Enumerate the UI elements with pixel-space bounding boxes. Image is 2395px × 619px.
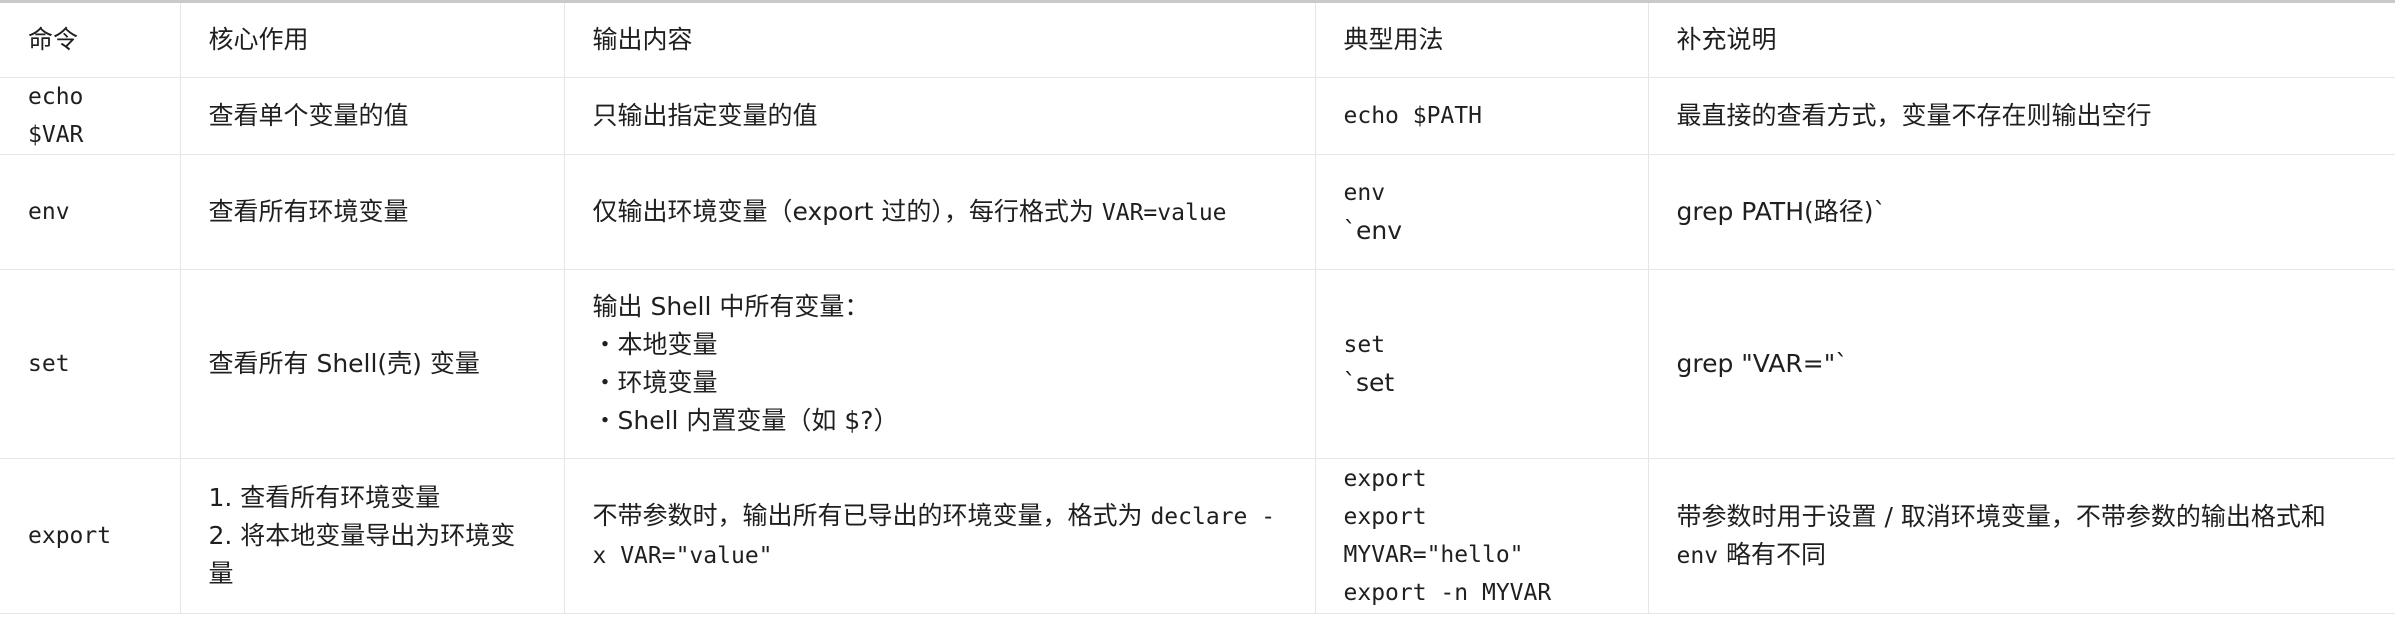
header-usage: 典型用法 xyxy=(1315,3,1649,78)
table-row: export 1. 查看所有环境变量 2. 将本地变量导出为环境变量 不带参数时… xyxy=(0,458,2395,614)
cell-note: 最直接的查看方式，变量不存在则输出空行 xyxy=(1648,77,2395,155)
cell-command: export xyxy=(0,458,181,614)
cell-usage: set `set xyxy=(1315,269,1649,459)
note-text: 最直接的查看方式，变量不存在则输出空行 xyxy=(1676,101,2152,130)
table-row: echo $VAR 查看单个变量的值 只输出指定变量的值 echo $PATH … xyxy=(0,77,2395,155)
table-row: env 查看所有环境变量 仅输出环境变量（export 过的），每行格式为 VA… xyxy=(0,154,2395,270)
purpose-line: 查看所有环境变量 xyxy=(208,197,409,226)
header-purpose: 核心作用 xyxy=(180,3,565,78)
cell-note: 带参数时用于设置 / 取消环境变量，不带参数的输出格式和 env 略有不同 xyxy=(1648,458,2395,614)
purpose-line: 查看所有 Shell(壳) 变量 xyxy=(208,349,480,378)
cell-note: grep "VAR="` xyxy=(1648,269,2395,459)
commands-table: 命令 核心作用 输出内容 典型用法 补充说明 echo $VAR 查看单个变量的… xyxy=(0,3,2395,614)
cell-usage: echo $PATH xyxy=(1315,77,1649,155)
output-line: 输出 Shell 中所有变量： xyxy=(592,292,870,321)
output-text: 只输出指定变量的值 xyxy=(592,101,818,130)
note-code: env xyxy=(1676,542,1719,569)
cell-purpose: 1. 查看所有环境变量 2. 将本地变量导出为环境变量 xyxy=(180,458,565,614)
header-command: 命令 xyxy=(0,3,181,78)
usage-line: set xyxy=(1343,332,1386,358)
usage-line: env xyxy=(1343,180,1386,206)
output-text: 不带参数时，输出所有已导出的环境变量，格式为 xyxy=(592,501,1151,530)
table-body: echo $VAR 查看单个变量的值 只输出指定变量的值 echo $PATH … xyxy=(0,77,2395,614)
purpose-line: 1. 查看所有环境变量 xyxy=(208,483,441,512)
note-tail: 略有不同 xyxy=(1718,539,1826,569)
cell-output: 输出 Shell 中所有变量： ・本地变量 ・环境变量 ・Shell 内置变量（… xyxy=(564,269,1316,459)
output-text: 仅输出环境变量（export 过的），每行格式为 xyxy=(592,196,1102,226)
output-line: ・环境变量 xyxy=(592,368,718,397)
note-text: grep PATH(路径)` xyxy=(1676,197,1887,226)
purpose-line: 查看单个变量的值 xyxy=(208,101,409,130)
cell-note: grep PATH(路径)` xyxy=(1648,154,2395,270)
output-line: ・本地变量 xyxy=(592,330,718,359)
header-note: 补充说明 xyxy=(1648,3,2395,78)
usage-line: export -n MYVAR xyxy=(1343,580,1552,606)
cell-command: set xyxy=(0,269,181,459)
cell-usage: env `env xyxy=(1315,154,1649,270)
cell-output: 仅输出环境变量（export 过的），每行格式为 VAR=value xyxy=(564,154,1316,270)
cell-command: echo $VAR xyxy=(0,77,181,155)
cell-command: env xyxy=(0,154,181,270)
header-output: 输出内容 xyxy=(564,3,1316,78)
usage-line: export xyxy=(1343,466,1427,492)
usage-line: `env xyxy=(1343,216,1403,245)
cell-output: 只输出指定变量的值 xyxy=(564,77,1316,155)
usage-line: `set xyxy=(1343,368,1395,397)
note-text: 带参数时用于设置 / 取消环境变量，不带参数的输出格式和 xyxy=(1676,501,2326,531)
cell-purpose: 查看所有环境变量 xyxy=(180,154,565,270)
usage-line: export MYVAR="hello" xyxy=(1343,504,1524,568)
cell-usage: export export MYVAR="hello" export -n MY… xyxy=(1315,458,1649,614)
table-row: set 查看所有 Shell(壳) 变量 输出 Shell 中所有变量： ・本地… xyxy=(0,269,2395,459)
output-code: VAR=value xyxy=(1101,199,1227,226)
header-row: 命令 核心作用 输出内容 典型用法 补充说明 xyxy=(0,3,2395,78)
cell-purpose: 查看单个变量的值 xyxy=(180,77,565,155)
note-text: grep "VAR="` xyxy=(1676,349,1848,378)
output-line: ・Shell 内置变量（如 $?） xyxy=(592,406,899,435)
cell-purpose: 查看所有 Shell(壳) 变量 xyxy=(180,269,565,459)
table-header: 命令 核心作用 输出内容 典型用法 补充说明 xyxy=(0,3,2395,78)
purpose-line: 2. 将本地变量导出为环境变量 xyxy=(208,521,516,588)
usage-line: echo $PATH xyxy=(1343,103,1482,129)
cell-output: 不带参数时，输出所有已导出的环境变量，格式为 declare -x VAR="v… xyxy=(564,458,1316,614)
output-code: declare -x VAR="value" xyxy=(592,504,1276,569)
